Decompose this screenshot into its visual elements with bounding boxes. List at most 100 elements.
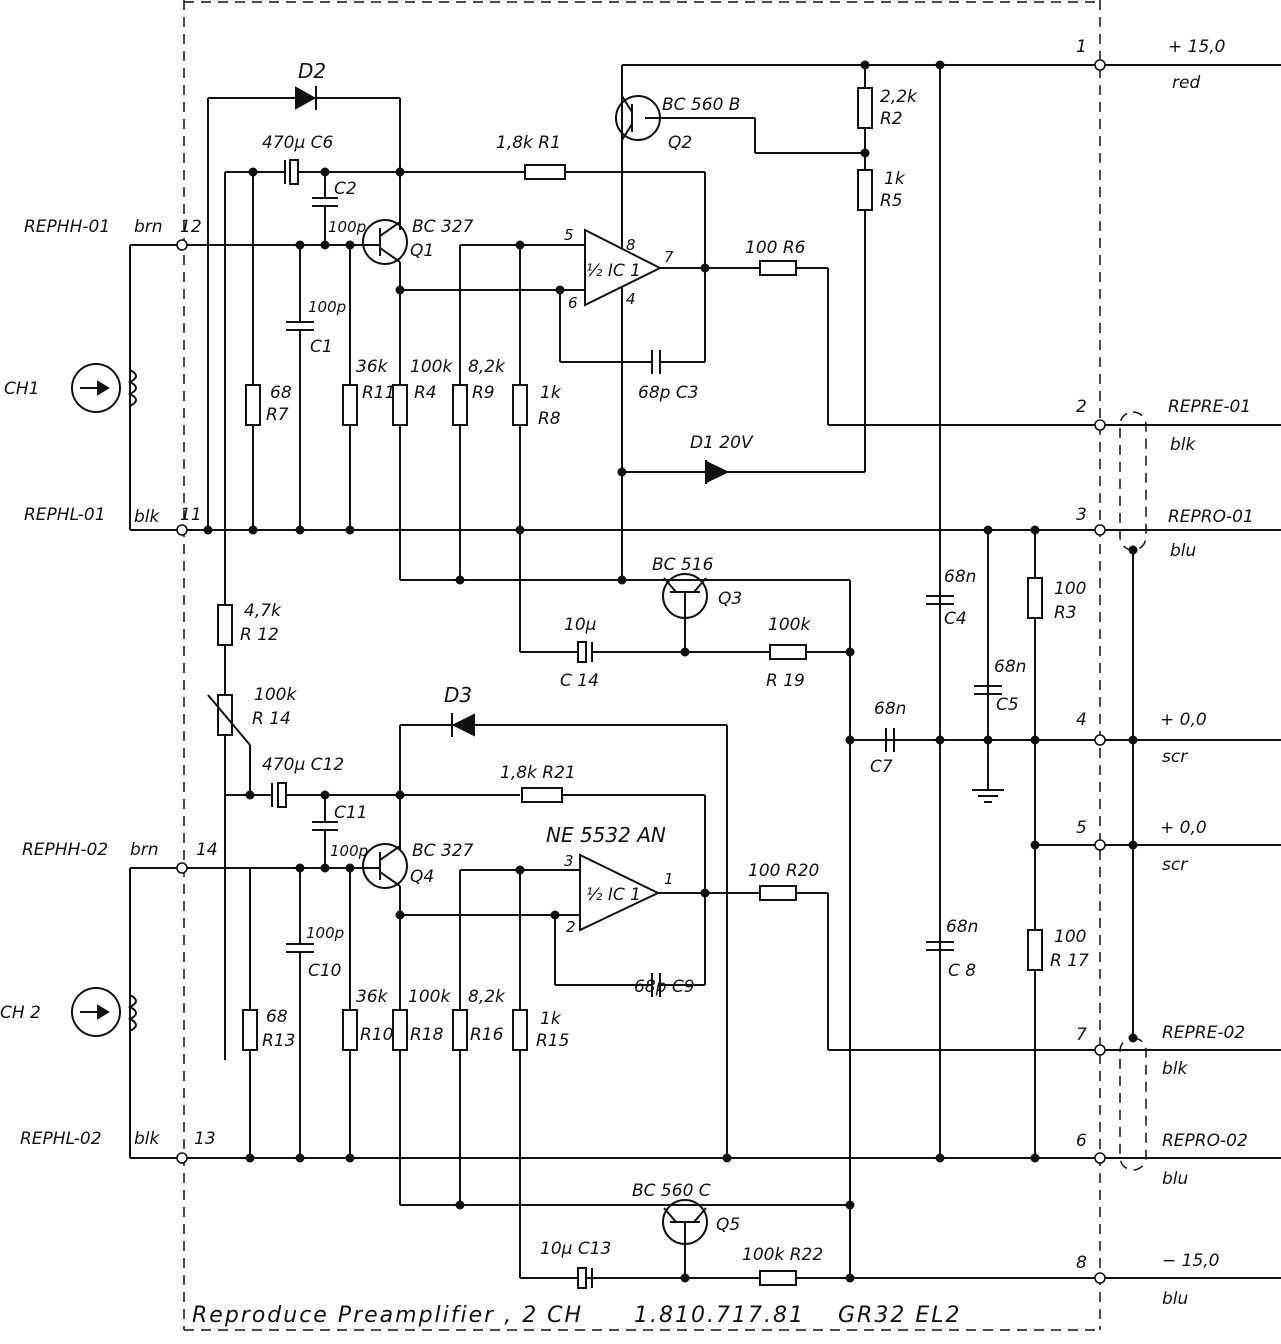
label-pin6: 6 xyxy=(568,294,578,312)
label-r8-value: 1k xyxy=(540,383,562,403)
label-c10: C10 xyxy=(308,961,342,981)
label-r1: 1,8k R1 xyxy=(496,133,561,153)
connector-labels: 1 + 15,0 red 2 REPRE-01 blk 3 REPRO-01 b… xyxy=(1076,37,1254,1309)
conn-7-bottom: blk xyxy=(1162,1059,1189,1079)
label-d1: D1 20V xyxy=(690,433,754,453)
conn-4-bottom: scr xyxy=(1162,747,1188,767)
rephh01-label: REPHH-01 xyxy=(24,217,110,237)
label-c4: C4 xyxy=(944,609,967,629)
conn-6-top: REPRO-02 xyxy=(1162,1131,1248,1151)
junctions xyxy=(203,60,1138,1283)
label-pin5: 5 xyxy=(564,226,574,244)
channel-1 xyxy=(71,65,873,1060)
conn-pin-8: 8 xyxy=(1076,1253,1087,1273)
label-r16-value: 8,2k xyxy=(468,987,506,1007)
label-q2: BC 560 B xyxy=(662,95,740,115)
label-pin2: 2 xyxy=(566,918,576,936)
label-r9: R9 xyxy=(472,383,495,403)
label-ic1a: ½ IC 1 xyxy=(586,261,641,281)
title-model: GR32 EL2 xyxy=(838,1303,961,1328)
label-c8-value: 68n xyxy=(946,917,978,937)
label-r5-value: 1k xyxy=(884,169,906,189)
label-c7-value: 68n xyxy=(874,699,906,719)
channel-2 xyxy=(71,713,850,1289)
label-c3: 68p C3 xyxy=(638,383,699,403)
conn-6-bottom: blu xyxy=(1162,1169,1189,1189)
rephh02-color: brn xyxy=(130,840,159,860)
label-c11-value: 100p xyxy=(330,842,368,860)
label-ic1b: ½ IC 1 xyxy=(586,885,641,905)
label-r16: R16 xyxy=(470,1025,504,1045)
conn-1-bottom: red xyxy=(1172,73,1200,93)
label-r4: R4 xyxy=(414,383,437,403)
label-c1-value: 100p xyxy=(308,298,346,316)
conn-7-top: REPRE-02 xyxy=(1162,1023,1245,1043)
ground-symbol xyxy=(972,789,1004,803)
label-c5: C5 xyxy=(996,695,1019,715)
label-r20: 100 R20 xyxy=(748,861,819,881)
conn-5-top: + 0,0 xyxy=(1160,818,1207,838)
label-pin1: 1 xyxy=(664,870,674,888)
label-q5-name: Q5 xyxy=(716,1215,740,1235)
label-ic-type: NE 5532 AN xyxy=(546,823,666,847)
label-c1: C1 xyxy=(310,337,333,357)
label-r17: R 17 xyxy=(1050,951,1089,971)
label-r12-value: 4,7k xyxy=(244,601,282,621)
label-r14: R 14 xyxy=(252,709,291,729)
title-block: Reproduce Preamplifier , 2 CH 1.810.717.… xyxy=(192,1303,961,1328)
rephl02-color: blk xyxy=(134,1129,161,1149)
label-pin7: 7 xyxy=(664,248,674,266)
label-r5: R5 xyxy=(880,191,903,211)
conn-8-bottom: blu xyxy=(1162,1289,1189,1309)
conn-pin-6: 6 xyxy=(1076,1131,1087,1151)
title-name: Reproduce Preamplifier , 2 CH xyxy=(192,1303,583,1328)
gain-network xyxy=(207,604,251,795)
label-c2: C2 xyxy=(334,179,357,199)
rephl01-pin: 11 xyxy=(180,505,202,525)
label-r19: R 19 xyxy=(766,671,805,691)
conn-pin-2: 2 xyxy=(1076,397,1087,417)
label-r14-value: 100k xyxy=(254,685,297,705)
rephh02-pin: 14 xyxy=(196,840,218,860)
ch1-label: CH1 xyxy=(4,379,39,399)
label-c5-value: 68n xyxy=(994,657,1026,677)
label-r3-value: 100 xyxy=(1054,579,1086,599)
label-c2-value: 100p xyxy=(328,218,366,236)
input-labels: REPHH-01 brn 12 REPHL-01 blk 11 REPHH-02… xyxy=(0,217,218,1149)
conn-2-top: REPRE-01 xyxy=(1168,397,1251,417)
conn-8-top: − 15,0 xyxy=(1162,1251,1220,1271)
rephl02-pin: 13 xyxy=(194,1129,216,1149)
conn-5-bottom: scr xyxy=(1162,855,1188,875)
label-r22: 100k R22 xyxy=(742,1245,823,1265)
conn-pin-3: 3 xyxy=(1076,505,1087,525)
label-r17-value: 100 xyxy=(1054,927,1086,947)
label-q3: BC 516 xyxy=(652,555,714,575)
label-c14-value: 10µ xyxy=(564,615,597,635)
label-r18-value: 100k xyxy=(408,987,451,1007)
label-pin8: 8 xyxy=(626,236,636,254)
label-r11: R11 xyxy=(362,383,395,403)
label-q1: BC 327 xyxy=(412,217,474,237)
label-q3-name: Q3 xyxy=(718,589,742,609)
rephh02-label: REPHH-02 xyxy=(22,840,108,860)
label-r11-value: 36k xyxy=(356,357,389,377)
label-d3: D3 xyxy=(444,683,472,707)
rephh01-pin: 12 xyxy=(180,217,202,237)
label-r12: R 12 xyxy=(240,625,279,645)
label-r15: R15 xyxy=(536,1031,569,1051)
label-q5: BC 560 C xyxy=(632,1181,711,1201)
label-q2-name: Q2 xyxy=(668,133,692,153)
label-r6: 100 R6 xyxy=(745,238,806,258)
rephl02-label: REPHL-02 xyxy=(20,1129,102,1149)
label-r18: R18 xyxy=(410,1025,444,1045)
label-c13: 10µ C13 xyxy=(540,1239,611,1259)
label-pin3: 3 xyxy=(564,852,574,870)
conn-pin-1: 1 xyxy=(1076,37,1087,57)
label-c6: 470µ C6 xyxy=(262,133,334,153)
rephl01-label: REPHL-01 xyxy=(24,505,106,525)
rails xyxy=(130,64,1281,1279)
label-c12: 470µ C12 xyxy=(262,755,344,775)
rephl01-color: blk xyxy=(134,507,161,527)
label-r15-value: 1k xyxy=(540,1009,562,1029)
